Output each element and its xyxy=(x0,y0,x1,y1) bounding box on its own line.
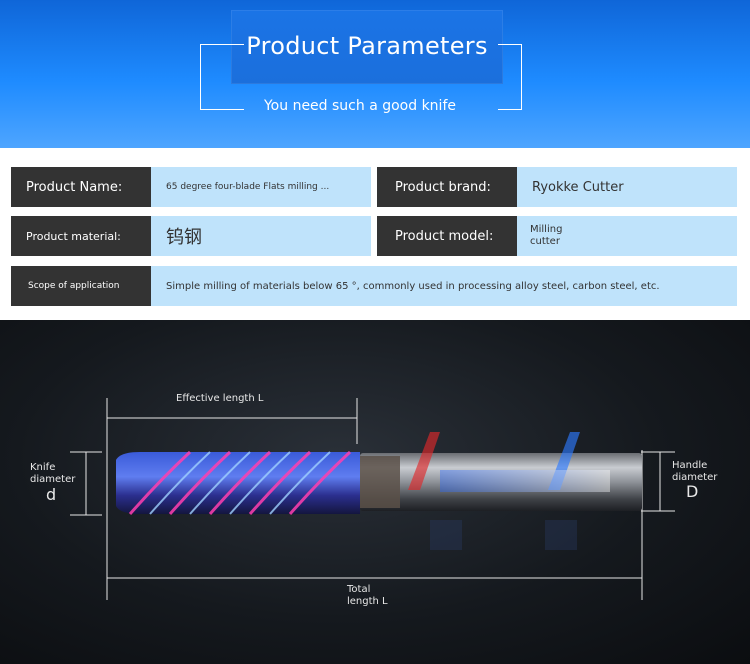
knife-diameter-symbol: d xyxy=(46,485,57,504)
decorative-frame-right xyxy=(498,44,522,110)
total-length-label: Total length L xyxy=(347,584,388,608)
page-title: Product Parameters xyxy=(246,32,488,60)
hero-banner: Product Parameters You need such a good … xyxy=(0,0,750,148)
product-brand-label: Product brand: xyxy=(377,167,517,207)
product-model-value-line1: Milling xyxy=(530,224,563,235)
handle-diameter-label: Handle diameter xyxy=(672,460,717,484)
effective-length-label: Effective length L xyxy=(176,393,264,404)
product-model-label: Product model: xyxy=(377,216,517,256)
brand-watermark-logo xyxy=(408,432,610,550)
product-diagram-panel: Effective length L Knife diameter d Hand… xyxy=(0,320,750,664)
handle-diameter-symbol: D xyxy=(686,482,699,501)
product-model-value: Milling cutter xyxy=(517,216,737,256)
total-length-line1: Total xyxy=(347,584,371,595)
knife-diameter-label: Knife diameter xyxy=(30,462,75,486)
param-row-name-brand: Product Name: 65 degree four-blade Flats… xyxy=(11,167,737,207)
scope-label: Scope of application xyxy=(11,266,151,306)
decorative-frame-left xyxy=(200,44,244,110)
product-material-label: Product material: xyxy=(11,216,151,256)
handle-diameter-line1: Handle xyxy=(672,460,708,471)
product-name-label: Product Name: xyxy=(11,167,151,207)
param-row-scope: Scope of application Simple milling of m… xyxy=(11,266,737,306)
total-length-line2: length L xyxy=(347,596,388,607)
product-model-value-line2: cutter xyxy=(530,236,560,247)
page-subtitle: You need such a good knife xyxy=(263,98,456,114)
knife-diameter-line1: Knife xyxy=(30,462,56,473)
scope-value: Simple milling of materials below 65 °, … xyxy=(151,266,737,306)
knife-diameter-line2: diameter xyxy=(30,474,76,485)
param-row-material-model: Product material: 钨钢 Product model: Mill… xyxy=(11,216,737,256)
product-material-value: 钨钢 xyxy=(151,216,371,256)
product-name-value: 65 degree four-blade Flats milling ... xyxy=(151,167,371,207)
flute-spirals xyxy=(128,450,352,515)
product-brand-value: Ryokke Cutter xyxy=(517,167,737,207)
handle-diameter-line2: diameter xyxy=(672,472,718,483)
title-box: Product Parameters xyxy=(231,10,503,84)
milling-cutter-diagram xyxy=(70,398,675,600)
